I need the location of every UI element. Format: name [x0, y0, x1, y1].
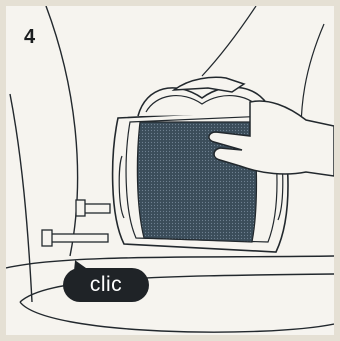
isofix-connectors — [42, 200, 110, 246]
step-number: 4 — [24, 27, 35, 47]
clic-badge: clic — [63, 268, 149, 302]
instruction-panel: 4 clic — [6, 6, 334, 335]
car-seat-installation-illustration — [6, 6, 334, 335]
vehicle-seat-cushion — [6, 256, 334, 332]
vehicle-seat-back — [10, 6, 78, 302]
